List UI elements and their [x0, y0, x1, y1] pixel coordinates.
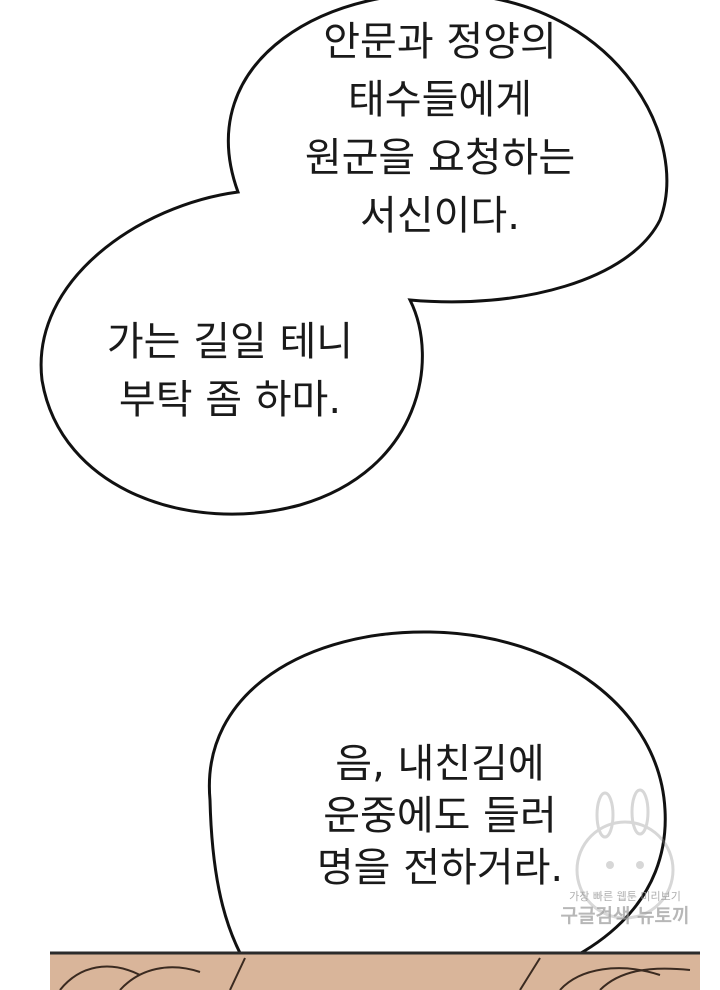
- speech-line: 명을 전하거라.: [316, 845, 564, 891]
- watermark-title: 구글검색 뉴토끼: [560, 905, 690, 927]
- speech-line: 운중에도 들러: [323, 793, 557, 839]
- speech-line: 가는 길일 테니: [106, 319, 354, 365]
- speech-line: 서신이다.: [360, 193, 520, 239]
- site-watermark: 가장 빠른 웹툰 미리보기 구글검색 뉴토끼: [540, 890, 710, 928]
- watermark-mascot-icon: [575, 788, 675, 920]
- speech-line: 음, 내친김에: [335, 741, 545, 787]
- speech-line: 부탁 좀 하마.: [118, 377, 342, 423]
- watermark-tagline: 가장 빠른 웹툰 미리보기: [569, 890, 681, 903]
- speech-line: 태수들에게: [348, 77, 532, 123]
- speech-bubble-double: [39, 0, 669, 516]
- speech-line: 안문과 정양의: [323, 19, 557, 65]
- speech-line: 원군을 요청하는: [304, 135, 576, 181]
- character-art-strip: [50, 951, 700, 990]
